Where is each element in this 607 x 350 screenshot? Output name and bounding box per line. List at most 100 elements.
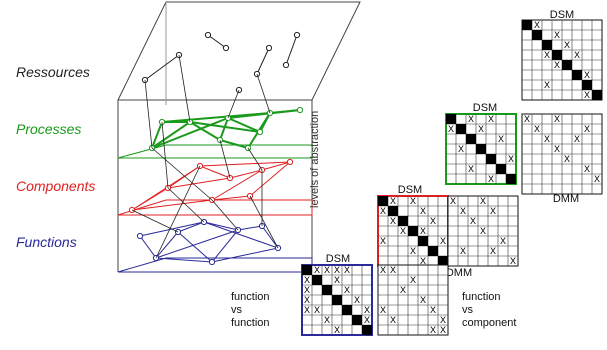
cross-layer-link [256, 73, 271, 114]
function-link [211, 247, 279, 263]
process-link [219, 139, 249, 149]
process-link [151, 117, 229, 149]
x-mark: X [564, 60, 570, 70]
x-mark: X [500, 236, 506, 246]
x-mark: X [380, 305, 386, 315]
x-mark: X [400, 285, 406, 295]
x-mark: X [344, 285, 350, 295]
x-mark: X [564, 40, 570, 50]
process-node [296, 106, 304, 114]
diagonal-cell [302, 265, 312, 275]
resource-link [256, 47, 270, 75]
diagonal-cell [582, 80, 592, 90]
diagonal-cell [522, 20, 532, 30]
diagonal-cell [428, 246, 438, 256]
component-link [211, 169, 263, 201]
x-mark: X [490, 206, 496, 216]
diagonal-cell [552, 50, 562, 60]
levels-of-abstraction-label: levels of abstraction [309, 110, 321, 208]
x-mark: X [478, 124, 484, 134]
x-mark: X [380, 206, 386, 216]
component-link [249, 161, 291, 197]
layer-stack [117, 1, 361, 273]
diagonal-cell [378, 196, 388, 206]
cross-layer-link [144, 79, 153, 149]
component-link [167, 177, 231, 189]
x-mark: X [554, 144, 560, 154]
process-link [151, 121, 163, 149]
x-mark: X [460, 206, 466, 216]
diagonal-cell [466, 134, 476, 144]
x-mark: X [334, 265, 340, 275]
component-link [131, 199, 213, 211]
x-mark: X [480, 226, 486, 236]
x-mark: X [314, 305, 320, 315]
diagonal-cell [388, 206, 398, 216]
component-link [211, 195, 251, 201]
x-mark: X [574, 50, 580, 60]
diagonal-cell [532, 30, 542, 40]
x-mark: X [468, 114, 474, 124]
x-mark: X [440, 315, 446, 325]
diagonal-cell [542, 40, 552, 50]
cross-layer-link [227, 89, 240, 119]
x-mark: X [390, 265, 396, 275]
resource-node [204, 31, 212, 39]
x-mark: X [430, 305, 436, 315]
cross-layer-link [211, 199, 239, 231]
label-functions: Functions [16, 234, 77, 250]
x-mark: X [364, 315, 370, 325]
x-mark: X [420, 206, 426, 216]
x-mark: X [440, 325, 446, 335]
x-mark: X [534, 124, 540, 134]
x-mark: X [448, 124, 454, 134]
x-mark: X [380, 265, 386, 275]
x-mark: X [390, 216, 396, 226]
process-link [151, 121, 191, 149]
dsm-label-resources: DSM [550, 9, 574, 21]
diagonal-cell [362, 325, 372, 335]
resources-plane [117, 1, 361, 101]
diagonal-cell [332, 295, 342, 305]
x-mark: X [324, 315, 330, 325]
diagonal-cell [398, 216, 408, 226]
diagonal-cell [476, 144, 486, 154]
dsm-label-components: DSM [398, 184, 422, 196]
x-mark: X [354, 295, 360, 305]
x-mark: X [390, 196, 396, 206]
processes-floor [117, 144, 313, 159]
resource-node [265, 44, 273, 52]
x-mark: X [410, 246, 416, 256]
x-mark: X [554, 114, 560, 124]
components-floor [117, 199, 313, 216]
dmm-label-processes: DMM [553, 193, 579, 205]
diagonal-cell [486, 154, 496, 164]
diagonal-cell [562, 60, 572, 70]
component-link [199, 161, 291, 167]
resource-link [285, 34, 298, 66]
x-mark: X [430, 325, 436, 335]
component-link [229, 169, 263, 179]
x-mark: X [364, 305, 370, 315]
label-components: Components [16, 178, 96, 194]
x-mark: X [430, 216, 436, 226]
x-mark: X [534, 20, 540, 30]
process-link [227, 117, 261, 133]
function-link [177, 231, 213, 263]
x-mark: X [498, 134, 504, 144]
x-mark: X [450, 196, 456, 206]
function-link [139, 235, 157, 259]
diagonal-cell [572, 70, 582, 80]
x-mark: X [460, 246, 466, 256]
x-mark: X [468, 164, 474, 174]
x-mark: X [480, 196, 486, 206]
process-node [256, 128, 264, 136]
x-mark: X [400, 226, 406, 236]
x-mark: X [584, 124, 590, 134]
diagonal-cell [456, 124, 466, 134]
